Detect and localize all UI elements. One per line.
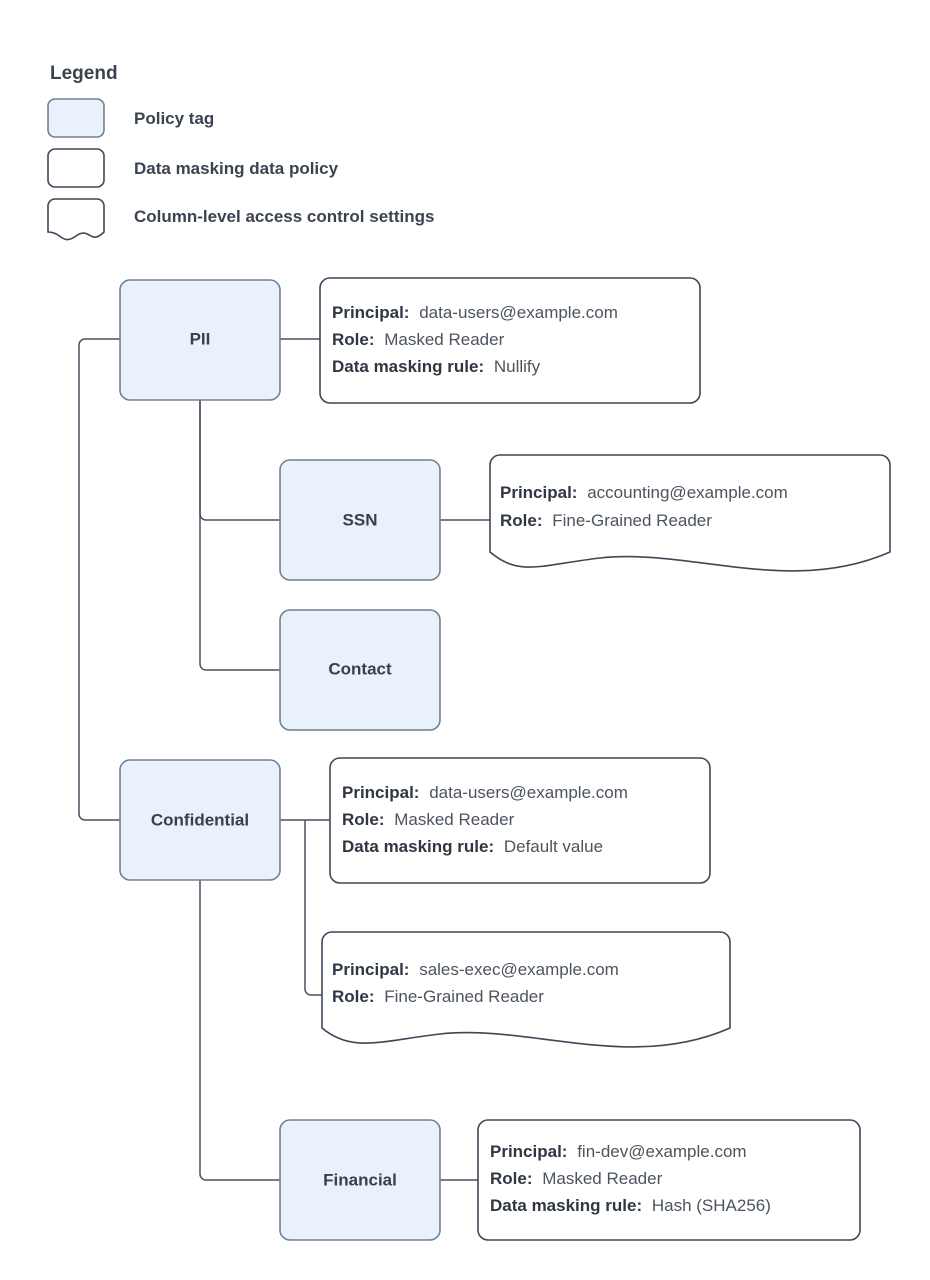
filled-rounded-rect-swatch-icon bbox=[47, 98, 105, 138]
label-principal: Principal: bbox=[332, 303, 409, 322]
policy-box-confidential-shape[interactable] bbox=[329, 757, 711, 884]
policy-pii-principal-line: Principal: data-users@example.com bbox=[332, 303, 618, 322]
settings-box-confidential-access[interactable]: Principal: sales-exec@example.com Role: … bbox=[321, 931, 731, 1048]
node-financial-shape[interactable] bbox=[279, 1119, 441, 1241]
connector-confidential-access bbox=[304, 820, 322, 996]
node-financial-label: Financial bbox=[323, 1170, 397, 1189]
label-role: Role: bbox=[342, 810, 385, 829]
value-principal: accounting@example.com bbox=[587, 483, 788, 502]
value-role: Fine-Grained Reader bbox=[552, 511, 712, 530]
legend-label-column-access-control: Column-level access control settings bbox=[134, 207, 434, 226]
value-principal: sales-exec@example.com bbox=[419, 960, 619, 979]
outlined-rounded-rect-swatch-icon bbox=[47, 148, 105, 188]
connector-layer bbox=[78, 338, 490, 1181]
policy-pii-masking-line: Data masking rule: Nullify bbox=[332, 357, 541, 376]
label-masking-rule: Data masking rule: bbox=[490, 1196, 642, 1215]
settings-ssn-principal-line: Principal: accounting@example.com bbox=[500, 483, 788, 502]
policy-box-pii[interactable]: Principal: data-users@example.com Role: … bbox=[319, 277, 701, 404]
connector-pii-contact bbox=[199, 400, 280, 671]
legend-item-column-access-control: Column-level access control settings bbox=[47, 198, 434, 241]
policy-confidential-masking-line: Data masking rule: Default value bbox=[342, 837, 603, 856]
node-pii[interactable]: PII bbox=[119, 279, 281, 401]
settings-box-ssn[interactable]: Principal: accounting@example.com Role: … bbox=[489, 454, 891, 572]
connector-trunk-pii-confidential bbox=[78, 338, 120, 821]
value-masking-rule: Nullify bbox=[494, 357, 541, 376]
value-masking-rule: Hash (SHA256) bbox=[652, 1196, 771, 1215]
policy-confidential-principal-line: Principal: data-users@example.com bbox=[342, 783, 628, 802]
node-pii-label: PII bbox=[190, 329, 211, 348]
value-role: Masked Reader bbox=[394, 810, 514, 829]
label-principal: Principal: bbox=[490, 1142, 567, 1161]
legend-title: Legend bbox=[50, 63, 118, 84]
label-principal: Principal: bbox=[342, 783, 419, 802]
settings-box-confidential-access-shape[interactable] bbox=[321, 931, 731, 1048]
node-contact-label: Contact bbox=[328, 659, 392, 678]
label-role: Role: bbox=[490, 1169, 533, 1188]
node-ssn[interactable]: SSN bbox=[279, 459, 441, 581]
label-masking-rule: Data masking rule: bbox=[342, 837, 494, 856]
legend-label-policy-tag: Policy tag bbox=[134, 109, 214, 128]
node-pii-shape[interactable] bbox=[119, 279, 281, 401]
policy-financial-role-line: Role: Masked Reader bbox=[490, 1169, 663, 1188]
legend-label-data-masking-policy: Data masking data policy bbox=[134, 159, 339, 178]
node-ssn-shape[interactable] bbox=[279, 459, 441, 581]
node-contact[interactable]: Contact bbox=[279, 609, 441, 731]
wavy-bottom-document-swatch-icon bbox=[47, 198, 105, 241]
policy-pii-role-line: Role: Masked Reader bbox=[332, 330, 505, 349]
value-principal: data-users@example.com bbox=[429, 783, 628, 802]
value-masking-rule: Default value bbox=[504, 837, 603, 856]
legend: Legend Policy tag Data masking data poli… bbox=[47, 63, 434, 241]
policy-box-financial[interactable]: Principal: fin-dev@example.com Role: Mas… bbox=[477, 1119, 861, 1241]
policy-financial-principal-line: Principal: fin-dev@example.com bbox=[490, 1142, 747, 1161]
label-role: Role: bbox=[332, 330, 375, 349]
legend-item-policy-tag: Policy tag bbox=[47, 98, 214, 138]
value-role: Fine-Grained Reader bbox=[384, 987, 544, 1006]
settings-ssn-role-line: Role: Fine-Grained Reader bbox=[500, 511, 712, 530]
policy-financial-masking-line: Data masking rule: Hash (SHA256) bbox=[490, 1196, 771, 1215]
label-principal: Principal: bbox=[332, 960, 409, 979]
connector-pii-ssn bbox=[199, 400, 280, 521]
node-contact-shape[interactable] bbox=[279, 609, 441, 731]
value-principal: data-users@example.com bbox=[419, 303, 618, 322]
connector-confidential-financial bbox=[199, 880, 280, 1181]
policy-box-financial-shape[interactable] bbox=[477, 1119, 861, 1241]
label-role: Role: bbox=[332, 987, 375, 1006]
node-confidential-label: Confidential bbox=[151, 810, 249, 829]
settings-confidential-principal-line: Principal: sales-exec@example.com bbox=[332, 960, 619, 979]
value-principal: fin-dev@example.com bbox=[577, 1142, 746, 1161]
value-role: Masked Reader bbox=[542, 1169, 662, 1188]
node-ssn-label: SSN bbox=[343, 510, 378, 529]
policy-box-confidential[interactable]: Principal: data-users@example.com Role: … bbox=[329, 757, 711, 884]
node-confidential-shape[interactable] bbox=[119, 759, 281, 881]
label-masking-rule: Data masking rule: bbox=[332, 357, 484, 376]
policy-confidential-role-line: Role: Masked Reader bbox=[342, 810, 515, 829]
label-role: Role: bbox=[500, 511, 543, 530]
settings-confidential-role-line: Role: Fine-Grained Reader bbox=[332, 987, 544, 1006]
policy-box-pii-shape[interactable] bbox=[319, 277, 701, 404]
label-principal: Principal: bbox=[500, 483, 577, 502]
node-financial[interactable]: Financial bbox=[279, 1119, 441, 1241]
node-confidential[interactable]: Confidential bbox=[119, 759, 281, 881]
settings-box-ssn-shape[interactable] bbox=[489, 454, 891, 572]
value-role: Masked Reader bbox=[384, 330, 504, 349]
legend-item-data-masking-policy: Data masking data policy bbox=[47, 148, 339, 188]
